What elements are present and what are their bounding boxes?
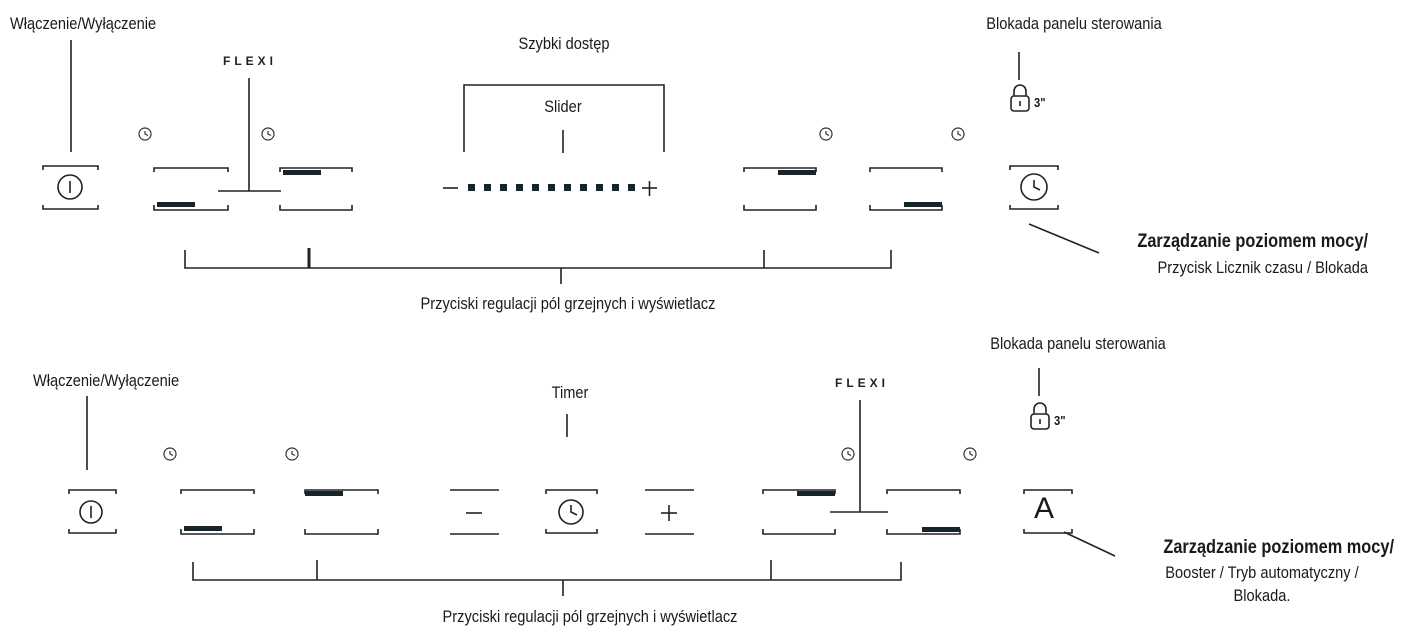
power-button[interactable] (42, 165, 99, 210)
slider-label: Slider (544, 97, 582, 116)
lock-time-label: 3" (1054, 413, 1066, 428)
cooking-zone-display-1[interactable] (180, 489, 255, 535)
power-mgmt-sublabel: Booster / Tryb automatyczny / (1165, 563, 1359, 582)
power-level-indicator (283, 170, 321, 175)
slider-plus-icon (642, 181, 657, 196)
timer-lock-button[interactable] (1009, 165, 1059, 210)
power-level-indicator (157, 202, 195, 207)
power-level-indicator (922, 527, 960, 532)
power-mgmt-label: Zarządzanie poziomem mocy/ (1163, 537, 1394, 558)
zones-label: Przyciski regulacji pól grzejnych i wyśw… (442, 607, 738, 626)
power-icon (79, 500, 103, 524)
power-level-indicator (305, 491, 343, 496)
lock-icon (1030, 402, 1050, 430)
power-mgmt-label: Zarządzanie poziomem mocy/ (1137, 231, 1368, 252)
power-mgmt-leader-line (1028, 223, 1100, 254)
flexi-label: FLEXI (834, 376, 890, 390)
power-mgmt-leader-line (1063, 531, 1116, 557)
lock-panel-label: Blokada panelu sterowania (990, 334, 1166, 353)
power-level-indicator (904, 202, 942, 207)
slider-segments (468, 184, 635, 191)
flexi-label: FLEXI (222, 54, 278, 68)
quick-access-bracket (463, 84, 665, 152)
power-level-indicator (778, 170, 816, 175)
cooking-zone-display-4[interactable] (869, 167, 943, 211)
timer-minus-button[interactable] (450, 489, 499, 535)
power-button[interactable] (68, 489, 117, 534)
clock-icon (558, 499, 584, 525)
cooking-zone-display-1[interactable] (153, 167, 229, 211)
auto-key-label: A (1034, 492, 1055, 525)
lock-time-label: 3" (1034, 95, 1046, 110)
lock-icon (1010, 84, 1030, 112)
on-off-label: Włączenie/Wyłączenie (10, 14, 157, 33)
clock-icon (1020, 173, 1048, 201)
power-slider[interactable] (443, 181, 657, 196)
power-icon (57, 174, 83, 200)
power-level-indicator (797, 491, 835, 496)
power-level-indicator (184, 526, 222, 531)
zones-label: Przyciski regulacji pól grzejnych i wyśw… (420, 294, 716, 313)
auto-booster-button[interactable] (1023, 489, 1073, 534)
power-mgmt-sublabel: Przycisk Licznik czasu / Blokada (1157, 258, 1368, 277)
zones-bracket (184, 250, 892, 269)
cooking-zone-display-2[interactable] (304, 489, 379, 535)
cooking-zone-display-2[interactable] (279, 167, 353, 211)
panel-1 (42, 40, 1100, 284)
timer-label: Timer (551, 383, 589, 402)
timer-button[interactable] (545, 489, 598, 534)
quick-access-label: Szybki dostęp (518, 34, 610, 53)
cooking-zone-display-4[interactable] (886, 489, 961, 535)
lock-panel-label: Blokada panelu sterowania (986, 14, 1162, 33)
panel-2 (68, 368, 1116, 596)
timer-plus-button[interactable] (645, 489, 694, 535)
cooking-zone-display-3[interactable] (743, 167, 817, 211)
zones-bracket (192, 562, 902, 581)
on-off-label: Włączenie/Wyłączenie (33, 371, 180, 390)
power-mgmt-sublabel: Blokada. (1233, 586, 1291, 605)
cooking-zone-display-3[interactable] (762, 489, 836, 535)
